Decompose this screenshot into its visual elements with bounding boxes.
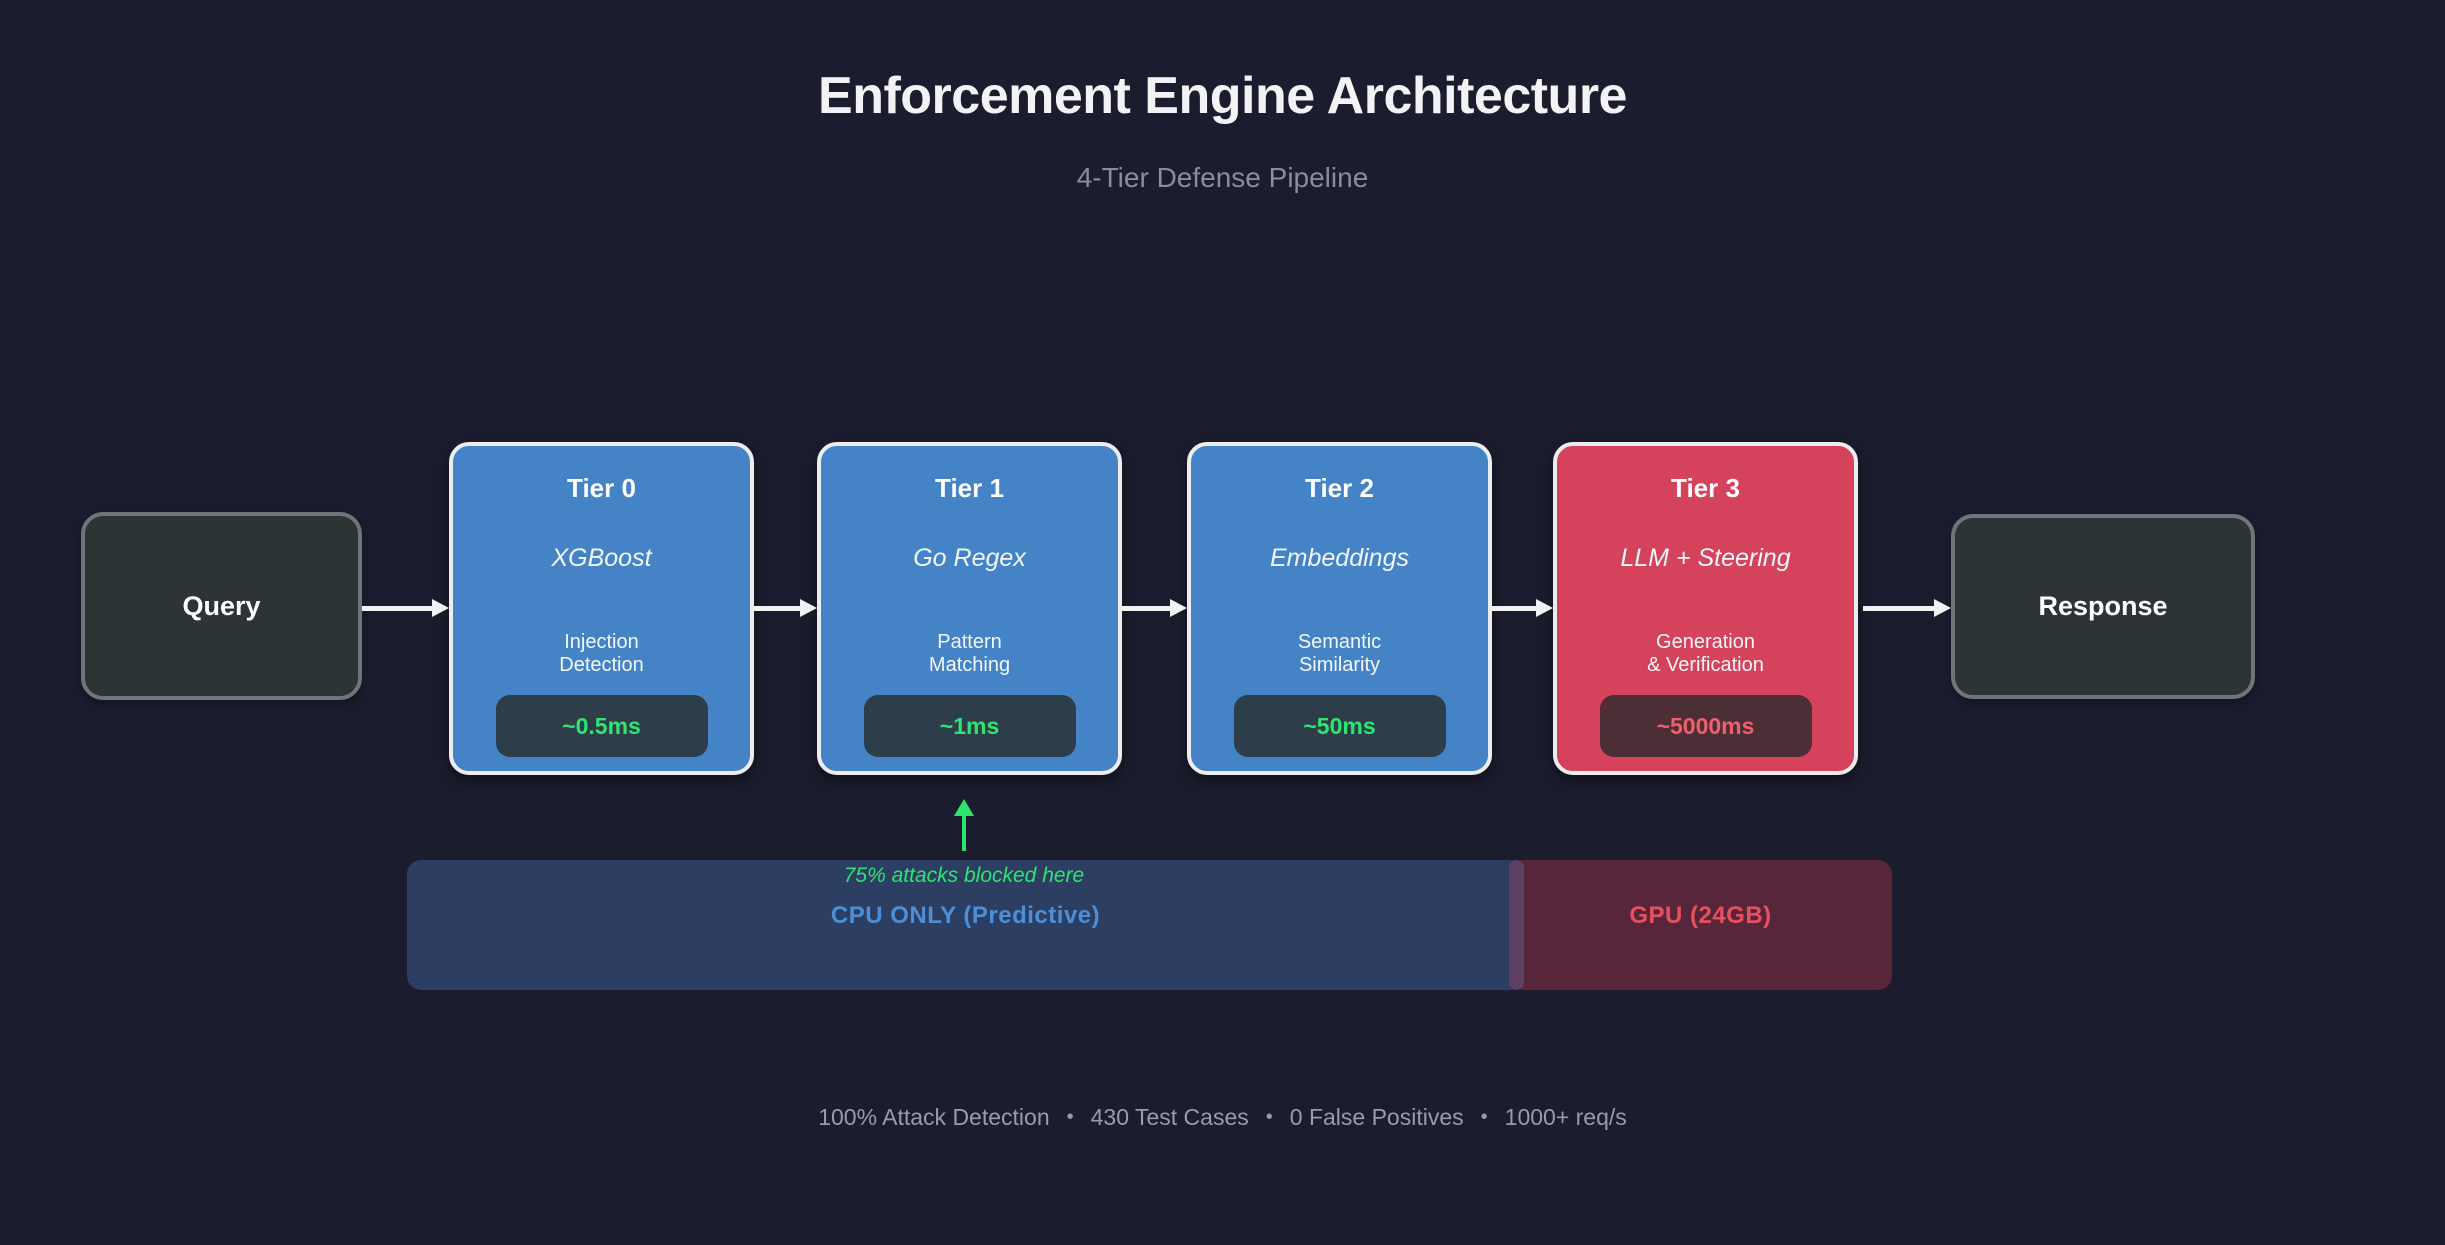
tier2-box: Tier 2 Embeddings Semantic Similarity ~5… [1187,442,1492,775]
page-title: Enforcement Engine Architecture [818,67,1627,125]
tier3-latency: ~5000ms [1656,712,1755,739]
tier0-title: Tier 0 [567,473,636,503]
arrow-tier2-to-tier3-icon [1492,599,1553,617]
cpu-zone-bar [407,860,1524,990]
bullet-separator: • [1066,1106,1074,1128]
tier3-box: Tier 3 LLM + Steering Generation & Verif… [1553,442,1858,775]
query-label: Query [182,590,261,621]
tier3-technology: LLM + Steering [1620,544,1791,572]
response-label: Response [2038,591,2168,621]
stat-throughput: 1000+ req/s [1504,1104,1627,1130]
attacks-blocked-label: 75% attacks blocked here [843,864,1085,887]
tier0-latency-badge: ~0.5ms [495,695,708,757]
arrow-tier3-to-response-icon [1863,599,1951,617]
tier0-technology: XGBoost [551,544,652,572]
tier1-description: Pattern Matching [928,631,1011,676]
query-node: Query [81,512,362,700]
bullet-separator: • [1480,1106,1488,1128]
page-subtitle: 4-Tier Defense Pipeline [1076,162,1369,193]
tier3-latency-badge: ~5000ms [1599,695,1812,757]
tier2-technology: Embeddings [1270,544,1409,572]
tier0-box: Tier 0 XGBoost Injection Detection ~0.5m… [449,442,754,775]
tier1-title: Tier 1 [935,473,1004,503]
stat-test-cases: 430 Test Cases [1090,1104,1249,1130]
bullet-separator: • [1265,1106,1273,1128]
tier2-latency-badge: ~50ms [1233,695,1446,757]
tier1-technology: Go Regex [913,544,1026,572]
cpu-zone-label: CPU ONLY (Predictive) [830,902,1101,929]
tier3-title: Tier 3 [1671,473,1740,503]
gpu-zone-bar [1509,860,1892,990]
footer-stats: 100% Attack Detection • 430 Test Cases •… [0,1104,2445,1131]
tier3-description: Generation & Verification [1647,631,1764,676]
tier1-box: Tier 1 Go Regex Pattern Matching ~1ms [817,442,1122,775]
arrow-tier0-to-tier1-icon [754,599,817,617]
tier1-latency-badge: ~1ms [863,695,1076,757]
tier2-title: Tier 2 [1305,473,1374,503]
tier2-latency: ~50ms [1303,712,1376,739]
tier2-description: Semantic Similarity [1297,631,1382,676]
stat-false-positives: 0 False Positives [1289,1104,1464,1130]
tier0-description: Injection Detection [559,631,644,676]
tier0-latency: ~0.5ms [562,712,641,739]
arrow-query-to-tier0-icon [362,599,449,617]
response-node: Response [1951,514,2255,699]
attacks-blocked-arrow-icon [952,799,976,851]
zone-overlap-strip [1509,860,1524,990]
tier1-latency: ~1ms [939,712,1000,739]
gpu-zone-label: GPU (24GB) [1629,902,1772,929]
stat-attack-detection: 100% Attack Detection [818,1104,1050,1130]
arrow-tier1-to-tier2-icon [1122,599,1187,617]
